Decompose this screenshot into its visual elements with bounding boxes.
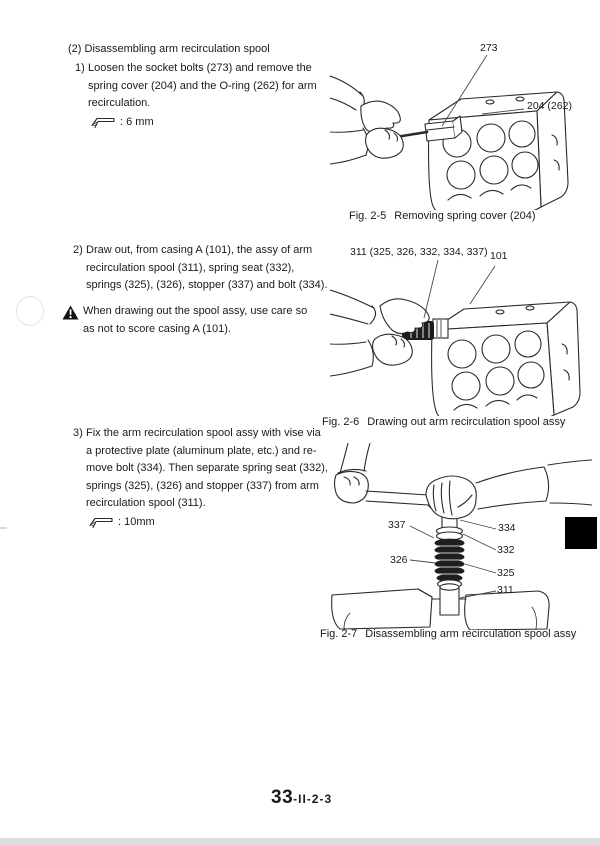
- figure-2-7: 337 326 334 332 325 311: [330, 442, 593, 631]
- page-number: 33-II-2-3: [271, 787, 332, 809]
- step-1: 1) Loosen the socket bolts (273) and rem…: [75, 60, 317, 131]
- scan-artifact: [16, 296, 44, 326]
- leader-lines: [441, 54, 525, 127]
- wrench-and-hands-drawing: [333, 442, 593, 520]
- vise-drawing: [331, 588, 550, 631]
- step-2-line: Draw out, from casing A (101), the assy …: [86, 244, 313, 256]
- section-heading: (2) Disassembling arm recirculation spoo…: [68, 43, 270, 55]
- hex-key-icon: [91, 118, 115, 129]
- figure-2-5-drawing: [329, 54, 569, 219]
- warning-note: When drawing out the spool assy, use car…: [62, 303, 307, 338]
- valve-block-drawing: [431, 301, 581, 427]
- caption-title: Disassembling arm recirculation spool as…: [365, 628, 577, 640]
- valve-block-drawing: [428, 91, 569, 219]
- step-3-line: recirculation spool (311).: [86, 497, 206, 509]
- figure-2-6: 311 (325, 326, 332, 334, 337) 101: [329, 244, 592, 427]
- step-1-line: Loosen the socket bolts (273) and remove…: [88, 62, 312, 74]
- section-tab-marker: [565, 517, 597, 549]
- spool-assy-vertical-drawing: [434, 486, 465, 616]
- part-label-334: 334: [498, 522, 516, 534]
- step-3-line: springs (325), (326) and stopper (337) f…: [86, 479, 319, 492]
- part-label-325: 325: [497, 567, 515, 579]
- step-1-line: recirculation.: [88, 97, 151, 109]
- scan-artifact: [0, 527, 7, 529]
- part-label-332: 332: [497, 544, 515, 556]
- warning-line: When drawing out the spool assy, use car…: [83, 305, 308, 317]
- step-2-line: recirculation spool (311), spring seat (…: [86, 261, 295, 274]
- caption-title: Drawing out arm recirculation spool assy: [367, 416, 566, 428]
- tool-size-text: : 10mm: [118, 515, 155, 528]
- step-1-number: 1): [75, 62, 85, 74]
- step-3-line: Fix the arm recirculation spool assy wit…: [86, 427, 321, 439]
- leader-lines: [409, 519, 497, 599]
- warning-triangle-icon: [62, 305, 79, 327]
- caption-number: Fig. 2-7: [320, 628, 358, 640]
- step-2: 2) Draw out, from casing A (101), the as…: [73, 242, 328, 295]
- hands-drawing: [329, 289, 430, 377]
- part-label-311: 311: [497, 584, 514, 596]
- step-3-number: 3): [73, 427, 83, 439]
- figure-2-6-drawing: [329, 259, 581, 427]
- caption-number: Fig. 2-5: [349, 210, 387, 222]
- step-2-number: 2): [73, 244, 83, 256]
- figure-2-7-caption: Fig. 2-7 Disassembling arm recirculation …: [320, 628, 576, 640]
- spring-cover-drawing: [424, 115, 463, 142]
- step-3-line: move bolt (334). Then separate spring se…: [86, 462, 328, 474]
- warning-line: as not to score casing A (101).: [83, 322, 231, 335]
- part-label-311-assy: 311 (325, 326, 332, 334, 337): [350, 246, 488, 258]
- part-label-101: 101: [490, 250, 508, 262]
- page-number-suffix: -II-2-3: [293, 792, 333, 806]
- page-edge: [0, 838, 600, 845]
- tool-size-row: : 6 mm: [88, 114, 317, 132]
- part-label-337: 337: [388, 519, 406, 531]
- step-2-line: springs (325), (326), stopper (337) and …: [86, 279, 328, 291]
- hands-and-wrench-drawing: [329, 75, 429, 165]
- part-label-326: 326: [390, 554, 408, 566]
- figure-2-5: 273 204 (262): [329, 40, 592, 219]
- figure-2-5-caption: Fig. 2-5 Removing spring cover (204): [349, 210, 536, 222]
- leader-lines: [423, 259, 496, 319]
- figure-2-6-caption: Fig. 2-6 Drawing out arm recirculation sp…: [322, 416, 565, 428]
- caption-title: Removing spring cover (204): [394, 210, 536, 222]
- tool-size-row: : 10mm: [86, 514, 328, 532]
- tool-size-text: : 6 mm: [120, 115, 154, 128]
- step-3: 3) Fix the arm recirculation spool assy …: [73, 425, 328, 531]
- part-label-273: 273: [480, 42, 498, 54]
- caption-number: Fig. 2-6: [322, 416, 360, 428]
- hex-key-icon: [89, 518, 113, 529]
- part-label-204-262: 204 (262): [527, 100, 572, 112]
- step-3-line: a protective plate (aluminum plate, etc.…: [86, 444, 317, 457]
- page-number-main: 33: [271, 787, 294, 808]
- step-1-line: spring cover (204) and the O-ring (262) …: [88, 79, 317, 92]
- figure-2-7-drawing: [331, 442, 593, 631]
